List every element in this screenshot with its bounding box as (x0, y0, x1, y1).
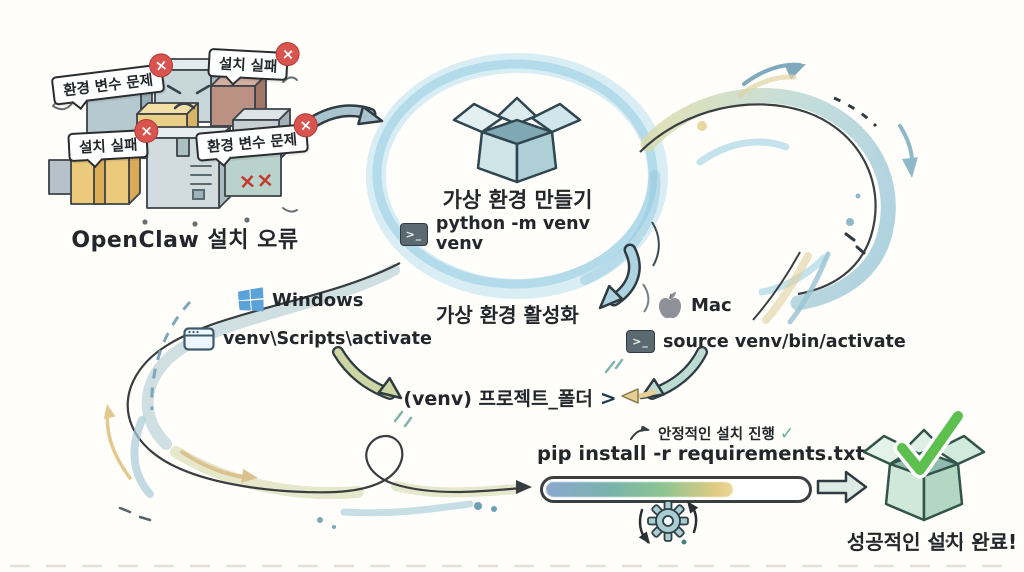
arrow-windows-to-prompt (332, 346, 403, 400)
progress-bar (540, 476, 812, 503)
mac-label: Mac (691, 294, 732, 316)
create-command: python -m venv venv (435, 214, 590, 254)
prompt-chevron: > (599, 385, 617, 410)
mac-os-row: Mac (657, 290, 732, 320)
install-note-row: 안정적인 설치 진행 ✓ (629, 423, 794, 444)
windows-command-row: venv\Scripts\activate (183, 327, 432, 351)
venv-prompt-text: (venv) 프로젝트_폴더 (403, 388, 593, 410)
arrow-circle-to-activate (598, 243, 641, 310)
apple-logo-icon (659, 292, 681, 319)
pip-command: pip install -r requirements.txt (537, 442, 865, 465)
squiggle-arrow-icon (630, 425, 650, 440)
error-bubble-label: 설치 실패 (218, 56, 278, 76)
activate-step-title: 가상 환경 활성화 (436, 303, 579, 327)
terminal-icon: >_ (626, 330, 655, 353)
error-pile-caption: OpenClaw 설치 오류 (71, 228, 299, 253)
windows-os-row: Windows (238, 287, 363, 313)
mac-command-row: >_ source venv/bin/activate (626, 330, 906, 353)
create-step-circle (366, 53, 668, 299)
windows-logo-icon (238, 287, 264, 312)
create-command-row: >_ python -m venv venv (400, 214, 635, 254)
swoosh-top-right (639, 62, 918, 325)
window-icon (183, 327, 215, 351)
check-icon: ✓ (779, 423, 795, 444)
error-bubble-label: 설치 실패 (78, 137, 138, 157)
open-box-icon (452, 96, 582, 184)
angry-face (166, 84, 211, 110)
error-bubble-label: 환경 변수 문제 (206, 132, 298, 156)
error-bubble-3: 설치 실패 × (67, 118, 160, 163)
windows-label: Windows (272, 289, 364, 311)
bottom-specks (681, 539, 1004, 545)
gear-icon (638, 500, 699, 544)
success-check-icon (893, 408, 967, 479)
error-x-marks: ×× (238, 167, 275, 193)
terminal-icon: >_ (400, 222, 428, 246)
mac-command: source venv/bin/activate (663, 331, 906, 352)
error-bubble-2: 설치 실패 × (207, 41, 301, 82)
arrow-mac-to-prompt (639, 346, 708, 400)
venv-prompt: (venv) 프로젝트_폴더 > (401, 374, 619, 421)
install-note: 안정적인 설치 진행 (658, 427, 775, 443)
progress-fill (546, 482, 734, 497)
windows-command: venv\Scripts\activate (223, 329, 432, 349)
create-step-title: 가상 환경 만들기 (442, 188, 593, 212)
success-box-icon (862, 408, 986, 522)
arrow-to-success (816, 470, 868, 504)
success-caption: 성공적인 설치 완료! (846, 530, 1018, 554)
